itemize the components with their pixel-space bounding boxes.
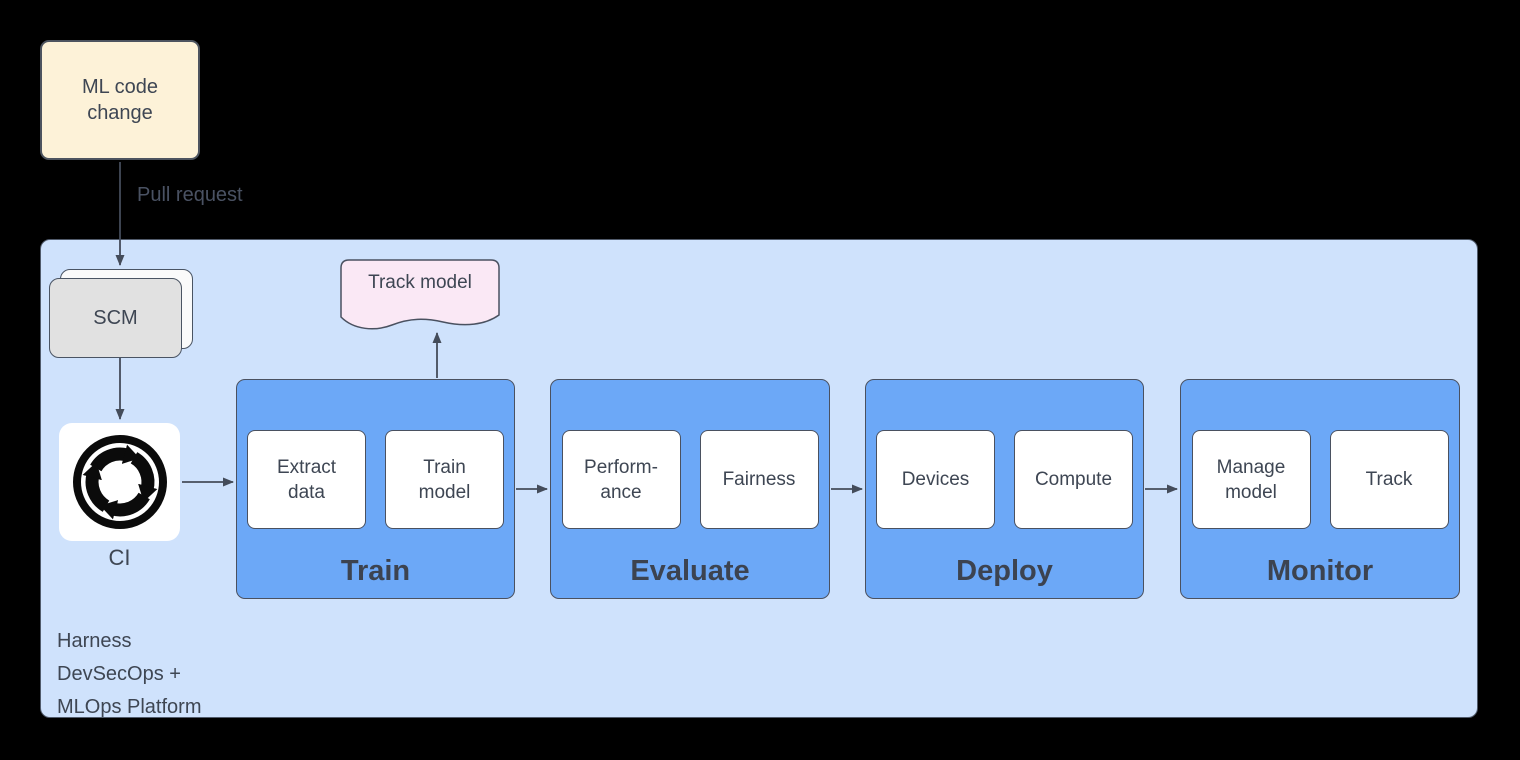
node-compute: Compute: [1014, 430, 1133, 529]
stage-monitor-nodes: Manage model Track: [1181, 430, 1459, 529]
node-track-label: Track: [1365, 469, 1413, 490]
track-model-label: Track model: [368, 272, 472, 293]
node-train-model-label: Train model: [418, 456, 471, 503]
stage-evaluate: Perform- ance Fairness Evaluate: [550, 379, 830, 599]
scm-node: SCM: [49, 278, 182, 358]
scm-label: SCM: [93, 306, 138, 329]
node-extract-data: Extract data: [247, 430, 366, 529]
node-fairness: Fairness: [699, 430, 819, 529]
node-manage-model: Manage model: [1191, 430, 1311, 529]
stage-train-title: Train: [340, 555, 411, 587]
stage-train-nodes: Extract data Train model: [237, 430, 514, 529]
node-performance-label: Perform- ance: [584, 456, 658, 503]
stage-deploy-title: Deploy: [956, 555, 1053, 587]
node-train-model: Train model: [385, 430, 504, 529]
node-manage-model-label: Manage model: [1216, 456, 1286, 503]
node-extract-data-label: Extract data: [276, 456, 337, 503]
stage-deploy-nodes: Devices Compute: [866, 430, 1143, 529]
ci-label: CI: [108, 545, 131, 570]
track-model-document: [340, 259, 500, 330]
node-track: Track: [1329, 430, 1449, 529]
node-devices-label: Devices: [901, 469, 970, 490]
stage-train: Extract data Train model Train: [236, 379, 515, 599]
node-devices: Devices: [876, 430, 995, 529]
stage-monitor-title: Monitor: [1266, 555, 1374, 587]
node-fairness-label: Fairness: [722, 469, 796, 490]
pull-request-label: Pull request: [137, 184, 243, 206]
ml-code-change-node: ML code change: [40, 40, 200, 160]
ci-node: [59, 423, 180, 541]
cycle-arrows-icon: [72, 435, 167, 529]
ml-code-change-label: ML code change: [82, 76, 158, 124]
stage-monitor: Manage model Track Monitor: [1180, 379, 1460, 599]
platform-caption: Harness DevSecOps + MLOps Platform: [57, 630, 202, 718]
stage-deploy: Devices Compute Deploy: [865, 379, 1144, 599]
node-performance: Perform- ance: [561, 430, 681, 529]
stage-evaluate-nodes: Perform- ance Fairness: [551, 430, 829, 529]
node-compute-label: Compute: [1034, 469, 1113, 490]
stage-evaluate-title: Evaluate: [630, 555, 750, 587]
